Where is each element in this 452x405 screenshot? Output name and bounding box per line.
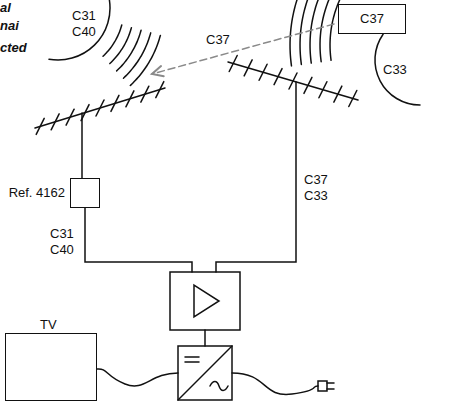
cut-caption: nai (0, 18, 19, 34)
transmitter-arc (49, 0, 110, 60)
tv-set: TV (5, 333, 97, 401)
radio-wave (320, 0, 336, 62)
antenna-element (244, 60, 252, 76)
antenna-element (289, 73, 297, 89)
power-supply-box (178, 346, 232, 400)
coax-cable (216, 82, 296, 272)
antenna-element (66, 109, 74, 125)
coax-cable (204, 330, 206, 346)
coax-cable (85, 208, 192, 272)
filter-box: Ref. 4162 (70, 178, 100, 208)
tv-cord (97, 369, 178, 386)
node-text: Ref. 4162 (9, 185, 65, 201)
radio-wave (300, 0, 319, 64)
mains-plug (318, 381, 327, 391)
radio-wave (117, 30, 141, 71)
node-text: C31 C40 (72, 8, 100, 40)
arrow-head (152, 66, 164, 76)
plug-pins (327, 383, 334, 389)
radio-wave (130, 35, 160, 85)
antenna-element (156, 82, 164, 98)
radio-wave (103, 25, 122, 56)
cut-caption: cted (0, 40, 27, 56)
antenna-element (126, 91, 134, 107)
amplifier-box (170, 272, 240, 330)
cut-caption: al (0, 0, 11, 16)
antenna-element (349, 90, 357, 106)
channel-label: C33 (383, 62, 407, 78)
antenna-element (229, 56, 237, 72)
antenna-element (304, 77, 312, 93)
transmitter-label: C31 C40 (72, 8, 100, 42)
channel-label: C37 C33 (304, 172, 332, 204)
antenna-element (259, 64, 267, 80)
transmitter-arc (375, 34, 420, 105)
antenna-element (319, 82, 327, 98)
antenna-element (334, 86, 342, 102)
node-text: C37 (339, 5, 405, 27)
antenna-element (81, 105, 89, 121)
power-supply-symbol (178, 346, 232, 400)
antenna-element (36, 118, 44, 134)
radio-wave (123, 33, 150, 78)
antenna-element (274, 69, 282, 85)
ac-symbol (210, 382, 228, 391)
antenna-element (111, 95, 119, 111)
radio-wave (310, 0, 327, 63)
channel-box: C37 (338, 4, 406, 34)
signal-arrow (152, 24, 334, 74)
antenna-element (51, 114, 59, 130)
antenna-mast (81, 113, 83, 178)
channel-label: C31 C40 (50, 226, 78, 258)
channel-label: C37 (206, 32, 230, 48)
mains-cord (232, 373, 318, 394)
antenna-element (96, 100, 104, 116)
dc-symbol (185, 357, 199, 362)
node-text: TV (40, 317, 57, 333)
antenna-element (141, 86, 149, 102)
amplifier-symbol (194, 285, 219, 317)
